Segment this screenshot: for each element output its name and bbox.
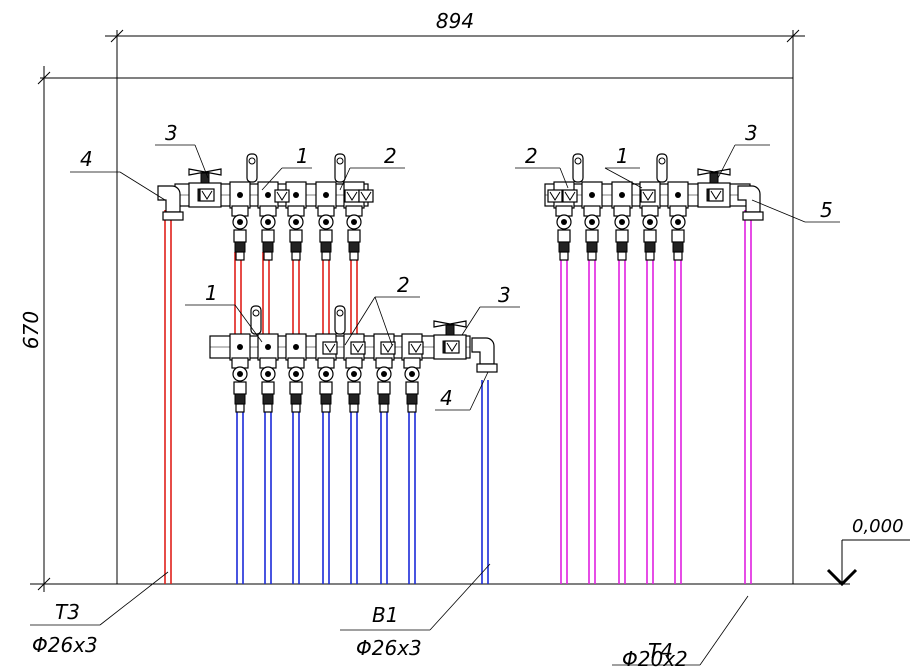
pipe-elbow xyxy=(157,185,184,221)
flow-meter xyxy=(322,341,338,355)
pipe-elbow xyxy=(471,337,498,373)
flow-meter xyxy=(344,189,360,203)
pipe xyxy=(588,250,596,584)
pipe-labels: Т3 Φ26x3 В1 Φ26x3 Т4 Φ20x2 xyxy=(32,600,688,667)
callout-4-left: 4 xyxy=(80,147,93,171)
callout-1-right: 1 xyxy=(616,144,629,168)
manifold-outlet xyxy=(317,357,335,413)
level-mark: 0,000 xyxy=(826,516,910,587)
flow-meter xyxy=(274,189,290,203)
manifold-outlet xyxy=(641,205,659,261)
pipe-t4-code: Т4 xyxy=(648,639,673,663)
width-label: 894 xyxy=(436,9,474,33)
manifold-outlet xyxy=(345,357,363,413)
callout-1-middle: 1 xyxy=(205,281,218,305)
manifold-outlet xyxy=(403,357,421,413)
callout-4-middle: 4 xyxy=(440,386,453,410)
callout-2-middle: 2 xyxy=(397,273,410,297)
manifold-outlet xyxy=(231,357,249,413)
air-vent xyxy=(246,153,258,183)
flow-meter xyxy=(444,340,460,354)
flow-meter xyxy=(640,189,656,203)
air-vent xyxy=(334,153,346,183)
air-vent xyxy=(656,153,668,183)
pipe xyxy=(322,252,330,340)
pipe xyxy=(408,400,416,584)
pipe xyxy=(262,252,270,340)
flow-meter xyxy=(380,341,396,355)
wall-outline xyxy=(116,77,794,585)
flow-meter xyxy=(547,189,563,203)
manifold-right xyxy=(544,153,764,261)
air-vent xyxy=(572,153,584,183)
pipe xyxy=(236,400,244,584)
flow-meter xyxy=(408,341,424,355)
manifold-outlet xyxy=(231,205,249,261)
manifold-outlet xyxy=(259,357,277,413)
air-vent xyxy=(334,305,346,335)
manifold-outlet xyxy=(669,205,687,261)
pipe xyxy=(744,210,752,584)
leaders xyxy=(30,144,840,666)
manifolds xyxy=(157,153,764,413)
pipe xyxy=(292,400,300,584)
pipe xyxy=(646,250,654,584)
manifold-outlet xyxy=(375,357,393,413)
height-label: 670 xyxy=(19,311,43,349)
pipe-elbow xyxy=(737,185,764,221)
width-dimension: 894 xyxy=(105,9,805,78)
pipe xyxy=(234,252,242,340)
level-label: 0,000 xyxy=(852,516,904,537)
pipe xyxy=(164,210,172,584)
flow-meter xyxy=(358,189,374,203)
flow-meter xyxy=(350,341,366,355)
recirculation-pipes xyxy=(560,210,752,584)
manifold-outlet xyxy=(555,205,573,261)
manifold-outlet xyxy=(613,205,631,261)
pipe xyxy=(350,400,358,584)
pipe xyxy=(264,400,272,584)
air-vent xyxy=(250,305,262,335)
manifold-outlet xyxy=(317,205,335,261)
manifold-middle xyxy=(209,305,498,413)
manifold-outlet xyxy=(259,205,277,261)
pipe-b1-size: Φ26x3 xyxy=(356,636,422,660)
manifold-outlet xyxy=(583,205,601,261)
pipe xyxy=(322,400,330,584)
pipe-t3-code: Т3 xyxy=(55,600,80,624)
callout-2-right: 2 xyxy=(525,144,538,168)
callout-5-right: 5 xyxy=(820,198,833,222)
manifold-outlet xyxy=(345,205,363,261)
callout-labels: 4 3 1 2 1 2 3 4 2 1 3 5 xyxy=(80,121,833,410)
callout-1-top-left: 1 xyxy=(296,144,309,168)
height-dimension: 670 xyxy=(19,66,117,592)
pipe-b1-code: В1 xyxy=(372,603,398,627)
flow-meter xyxy=(708,188,724,202)
ball-valve xyxy=(433,320,467,360)
cold-water-pipes xyxy=(236,380,489,584)
pipe xyxy=(380,400,388,584)
pipe-t3-size: Φ26x3 xyxy=(32,633,98,657)
callout-3-middle: 3 xyxy=(498,283,511,307)
callout-3-left: 3 xyxy=(165,121,178,145)
manifold-outlet xyxy=(287,357,305,413)
pipe xyxy=(481,380,489,584)
pipe xyxy=(674,250,682,584)
callout-3-right: 3 xyxy=(745,121,758,145)
pipe xyxy=(618,250,626,584)
pipe xyxy=(560,250,568,584)
pipe-t4-size: Φ20x2 xyxy=(622,647,688,667)
flow-meter xyxy=(562,189,578,203)
manifold-outlet xyxy=(287,205,305,261)
flow-meter xyxy=(199,188,215,202)
pipe xyxy=(292,252,300,340)
hot-water-pipes xyxy=(164,210,358,584)
manifold-top-left xyxy=(157,153,369,261)
callout-2-top-left: 2 xyxy=(384,144,397,168)
